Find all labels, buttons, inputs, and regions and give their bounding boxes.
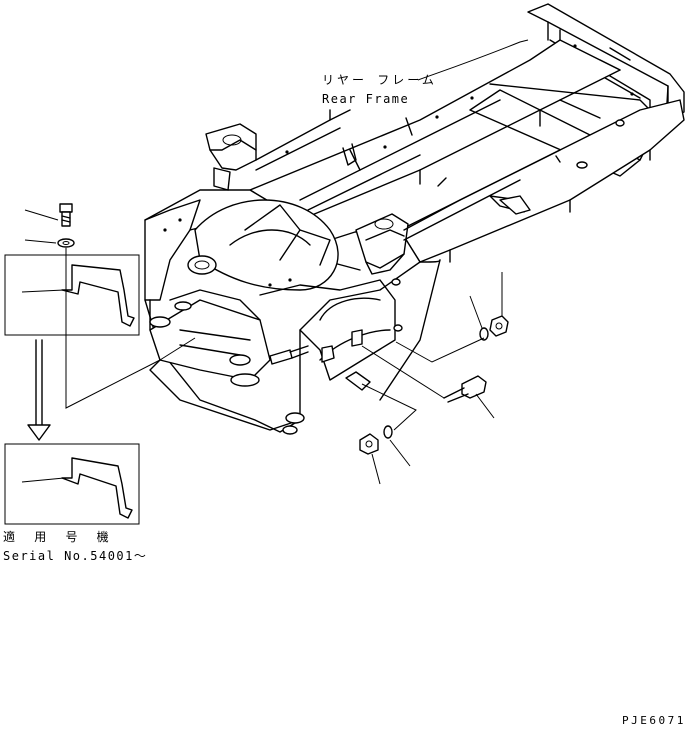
leader-bolt-to-frame	[361, 345, 445, 399]
bolt-lower-right	[443, 375, 495, 419]
arrow-down	[27, 339, 51, 441]
drawing-code: PJE6071	[622, 714, 686, 727]
leader-clip	[361, 383, 417, 431]
part-name-leader	[417, 39, 529, 81]
washer-top-left	[24, 238, 75, 248]
clip-bracket	[345, 371, 371, 391]
applicable-serial: Serial No.54001～	[3, 549, 148, 563]
leader-nut-to-frame	[395, 337, 485, 363]
part-name-jp: リヤー フレーム	[322, 73, 437, 87]
bolt-top-left	[24, 203, 73, 227]
part-name-en: Rear Frame	[322, 92, 410, 106]
nut-right	[489, 272, 509, 337]
applicable-label-jp: 適 用 号 機	[3, 530, 115, 544]
clamp-box-before	[4, 254, 140, 336]
clamp-box-after	[4, 443, 140, 525]
nut-bottom	[359, 433, 381, 485]
rear-frame	[144, 3, 685, 435]
washer-bottom	[383, 425, 411, 467]
bolt-frame	[269, 345, 309, 365]
clamp-leader	[159, 337, 196, 361]
washer-right	[469, 295, 489, 341]
bolt-centerline	[65, 248, 161, 409]
